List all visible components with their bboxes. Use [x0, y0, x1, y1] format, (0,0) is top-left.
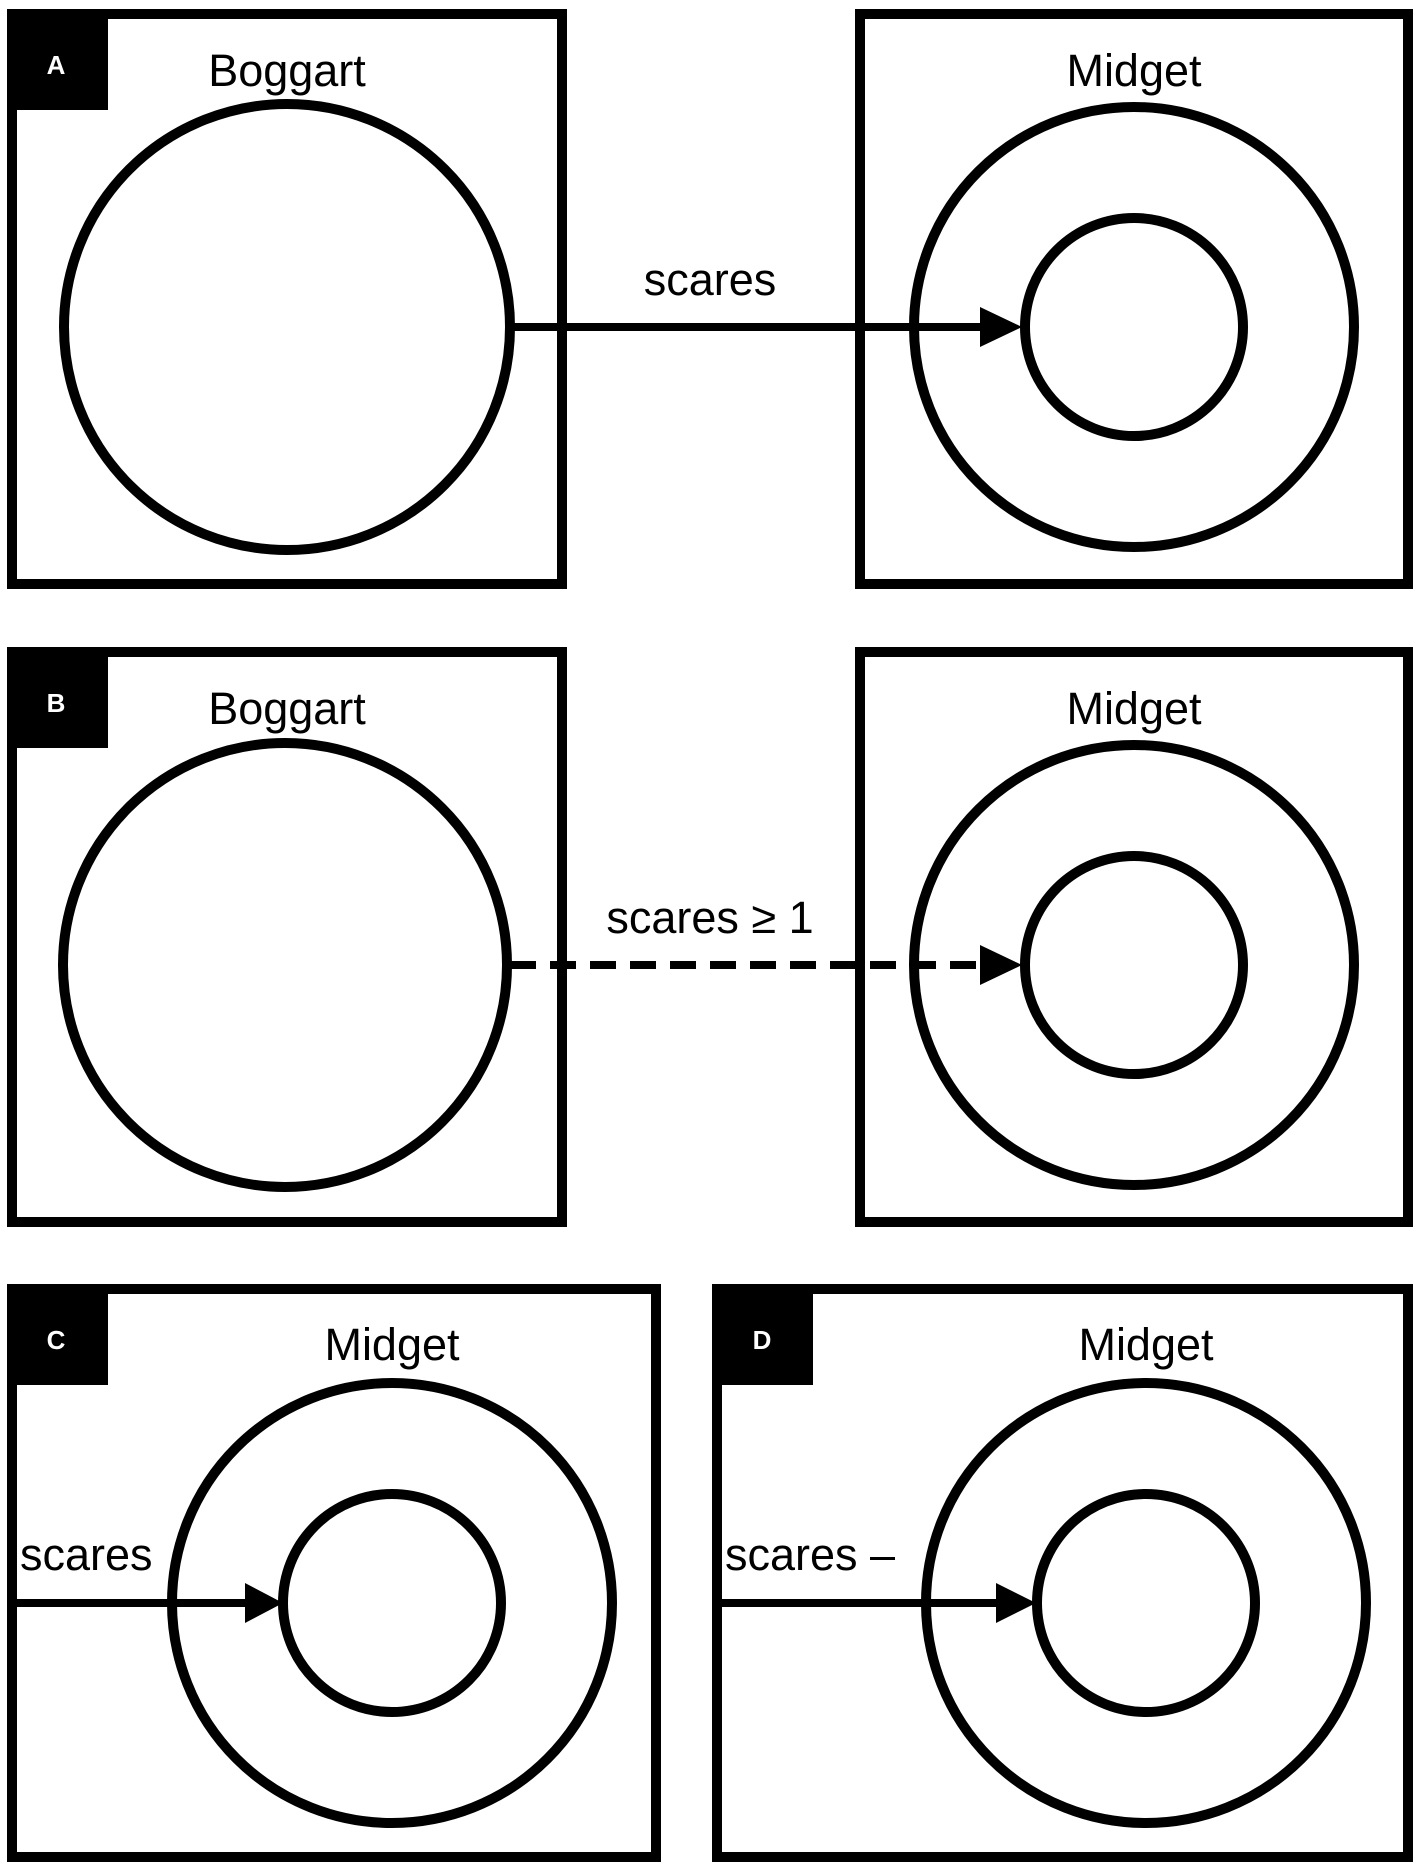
- panel-b-tag-box: [12, 652, 108, 748]
- panel-a-midget-title: Midget: [1066, 45, 1202, 96]
- panel-d-midget-title: Midget: [1078, 1319, 1214, 1370]
- panel-c-tag-box: [12, 1289, 108, 1385]
- panel-c-midget-title: Midget: [324, 1319, 460, 1370]
- panel-a-tag-box: [12, 14, 108, 110]
- panel-b-boggart-circle: [58, 738, 512, 1192]
- panel-b-midget-title: Midget: [1066, 683, 1202, 734]
- panel-d-scares-arrowhead: [996, 1583, 1036, 1623]
- panel-d-tag-box: [717, 1289, 813, 1385]
- panel-a-scares-arrowhead: [980, 307, 1022, 347]
- panel-b-tag: B: [47, 688, 66, 718]
- panel-a-tag: A: [47, 50, 66, 80]
- panel-b: B Boggart Midget scares ≥ 1: [7, 647, 1413, 1227]
- panel-c: C Midget scares: [7, 1284, 661, 1862]
- panel-a: A Boggart Midget scares: [7, 9, 1413, 589]
- panel-d: D Midget scares –: [712, 1284, 1413, 1862]
- panel-b-scares-label: scares ≥ 1: [606, 892, 813, 943]
- panel-b-scares-arrowhead: [980, 945, 1022, 985]
- panel-d-scares-label: scares –: [725, 1529, 895, 1580]
- panel-a-scares-label: scares: [644, 254, 777, 305]
- panel-d-tag: D: [753, 1325, 772, 1355]
- panel-a-midget-inner-circle: [1020, 213, 1248, 441]
- panel-d-midget-inner-circle: [1032, 1489, 1260, 1717]
- panel-a-boggart-title: Boggart: [208, 45, 366, 96]
- panel-d-midget-box: [712, 1284, 1413, 1862]
- panel-a-midget-box: [855, 9, 1413, 589]
- panel-b-midget-inner-circle: [1020, 851, 1248, 1079]
- panel-b-midget-box: [855, 647, 1413, 1227]
- panel-b-boggart-title: Boggart: [208, 683, 366, 734]
- panel-c-scares-label: scares: [20, 1529, 153, 1580]
- panel-c-scares-arrowhead: [245, 1583, 283, 1623]
- panel-c-tag: C: [47, 1325, 66, 1355]
